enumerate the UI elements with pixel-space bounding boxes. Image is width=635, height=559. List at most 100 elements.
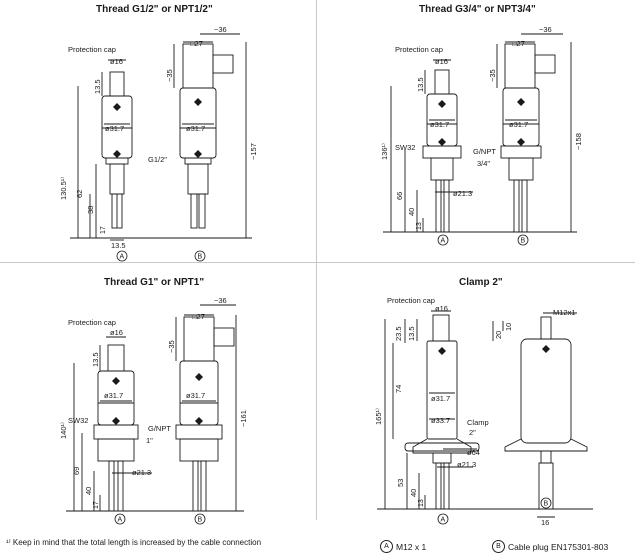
label-sw32: SW32 — [68, 416, 88, 425]
label-d21-3: ø21.3 — [132, 468, 151, 477]
label-protection-cap: Protection cap — [68, 45, 116, 54]
label-h17: 17 — [100, 226, 107, 234]
label-h23-5: 23.5 — [394, 326, 403, 341]
legend-b: B Cable plug EN175301-803 — [492, 540, 608, 553]
label-d21-3: ø21.3 — [453, 189, 472, 198]
label-w36: ~36 — [539, 25, 552, 34]
label-h66: 66 — [395, 192, 404, 200]
label-h40: 40 — [407, 208, 416, 216]
label-thread-1: G/NPT — [473, 147, 496, 156]
label-protection-cap: Protection cap — [387, 296, 435, 305]
label-h13: 13 — [418, 499, 425, 507]
drawing-clamp: Protection cap ø16 M12x1 23.5 13.5 20 10… — [374, 296, 593, 525]
label-h69: 69 — [72, 467, 81, 475]
label-d27: □27 — [192, 312, 205, 321]
panel-clamp-2: Clamp 2" — [317, 263, 635, 525]
horizontal-divider — [0, 262, 635, 263]
label-h40: 40 — [409, 489, 418, 497]
label-h13-5: 13.5 — [91, 352, 100, 367]
label-h17: 17 — [93, 501, 100, 509]
label-h20: 20 — [494, 331, 503, 339]
label-h13: 13 — [416, 222, 423, 230]
label-clamp-1: Clamp — [467, 418, 489, 427]
panel-title: Thread G3/4" or NPT3/4" — [419, 4, 536, 15]
cable-gland-b — [212, 54, 234, 74]
label-h35: ~35 — [488, 69, 497, 82]
marker-b: B — [198, 517, 203, 524]
label-h10: 10 — [504, 323, 513, 331]
marker-b: B — [198, 254, 203, 261]
label-h161: ~161 — [239, 410, 248, 427]
label-protection-cap: Protection cap — [395, 45, 443, 54]
thread-a — [109, 163, 125, 195]
label-h13-5: 13.5 — [407, 326, 416, 341]
panel-thread-g1-2: Thread G1/2" or NPT1/2" — [0, 0, 316, 262]
legend-a: A M12 x 1 — [380, 540, 426, 553]
label-d16: ø16 — [110, 57, 123, 66]
label-h13-5: 13.5 — [93, 79, 102, 94]
marker-a: A — [441, 238, 446, 245]
label-d27: □27 — [190, 39, 203, 48]
drawing-g1-2: Protection cap ø16 □27 ~36 ~35 13.5 ø31.… — [59, 25, 258, 262]
panel-title: Thread G1/2" or NPT1/2" — [96, 4, 213, 15]
marker-b: B — [521, 238, 526, 245]
label-h38: 38 — [86, 206, 95, 214]
label-h158: ~158 — [574, 133, 583, 150]
label-h130: 130.5¹⁾ — [59, 177, 68, 200]
label-d31-7: ø31.7 — [431, 394, 450, 403]
label-h74: 74 — [394, 385, 403, 393]
label-h40: 40 — [84, 487, 93, 495]
legend-a-text: M12 x 1 — [396, 541, 427, 552]
label-h53: 53 — [396, 479, 405, 487]
label-d33-7: ø33.7 — [431, 416, 450, 425]
label-thread-2: 1" — [146, 436, 153, 445]
label-d16: ø16 — [435, 304, 448, 313]
label-thread-1: G/NPT — [148, 424, 171, 433]
panel-title: Clamp 2" — [459, 277, 503, 288]
label-thread-2: 3/4" — [477, 159, 490, 168]
panel-thread-g3-4: Thread G3/4" or NPT3/4" — [317, 0, 635, 262]
label-h35: ~35 — [167, 340, 176, 353]
legend-b-text: Cable plug EN175301-803 — [508, 541, 609, 552]
label-d31-7-b: ø31.7 — [186, 391, 205, 400]
label-d31-7-a: ø31.7 — [104, 391, 123, 400]
label-w36: ~36 — [214, 25, 227, 34]
legend-b-mark: B — [492, 540, 505, 553]
label-h35: ~35 — [165, 69, 174, 82]
marker-b: B — [544, 501, 549, 508]
label-w13-5: 13.5 — [111, 241, 126, 250]
label-h165: 165¹⁾ — [374, 408, 383, 425]
label-h62: 62 — [75, 190, 84, 198]
drawing-g3-4: Protection cap ø16 □27 ~36 ~35 13.5 ø31.… — [380, 25, 583, 246]
footnote: ¹⁾ Keep in mind that the total length is… — [6, 538, 262, 547]
label-d27: □27 — [512, 39, 525, 48]
label-h13-5: 13.5 — [416, 77, 425, 92]
logo-diamond-a — [113, 103, 121, 111]
label-sw32: SW32 — [395, 143, 415, 152]
drawing-g1: Protection cap ø16 □27 ~36 ~35 13.5 ø31.… — [59, 296, 248, 525]
label-d31-7-a: ø31.7 — [105, 124, 124, 133]
plug-b — [182, 43, 214, 89]
label-m12x1: M12x1 — [553, 308, 576, 317]
marker-a: A — [118, 517, 123, 524]
thread-b — [187, 163, 209, 195]
label-d21-3: ø21.3 — [457, 460, 476, 469]
panel-title: Thread G1" or NPT1" — [104, 277, 205, 288]
legend-a-mark: A — [380, 540, 393, 553]
label-d16: ø16 — [435, 57, 448, 66]
label-d31-7-b: ø31.7 — [186, 124, 205, 133]
label-w16: 16 — [541, 518, 549, 525]
logo-diamond-b — [194, 98, 202, 106]
hex-a — [105, 157, 129, 165]
label-thread: G1/2" — [148, 155, 167, 164]
label-clamp-2: 2" — [469, 428, 476, 437]
label-w36: ~36 — [214, 296, 227, 305]
label-h136: 136¹⁾ — [380, 143, 389, 160]
label-h157: ~157 — [249, 143, 258, 160]
marker-a: A — [441, 517, 446, 524]
hex-b — [184, 157, 212, 165]
marker-a: A — [120, 254, 125, 261]
label-h140: 140¹⁾ — [59, 422, 68, 439]
label-d31-7-b: ø31.7 — [509, 120, 528, 129]
plug-a — [109, 71, 125, 97]
